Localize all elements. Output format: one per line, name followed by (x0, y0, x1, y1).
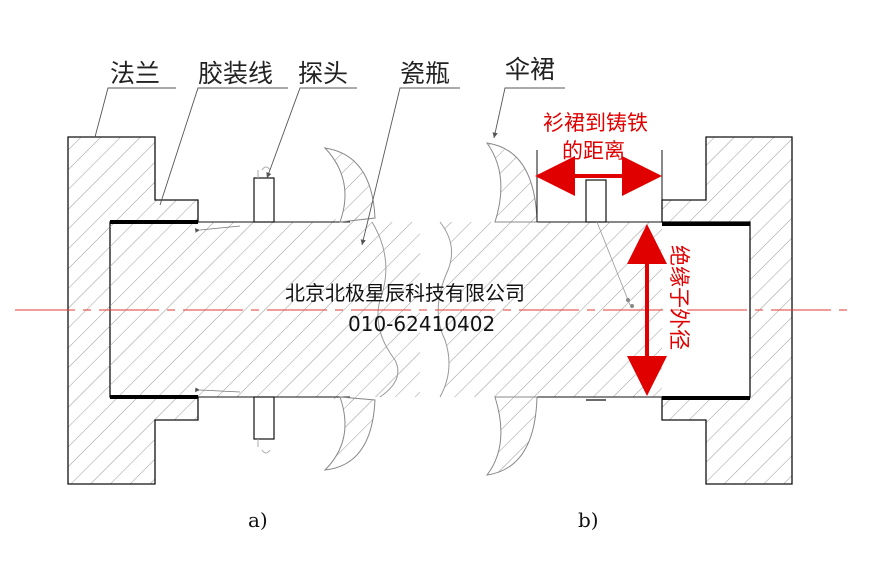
shed-b-bottom (485, 396, 538, 476)
probe-bottom-a (253, 396, 275, 440)
probe-top-b (585, 179, 607, 223)
shed-a-top (323, 147, 376, 223)
watermark-phone: 010-62410402 (348, 312, 495, 336)
label-flange: 法兰 (110, 59, 160, 88)
label-glue-line: 胶装线 (198, 59, 273, 88)
label-probe: 探头 (298, 59, 348, 88)
subfigure-label-a: a) (248, 508, 268, 532)
leader-probe (266, 87, 357, 179)
leader-flange (94, 87, 176, 138)
subfigure-label-b: b) (578, 508, 599, 532)
probe-top-a (253, 177, 275, 223)
watermark-company: 北京北极星辰科技有限公司 (285, 281, 525, 305)
label-shed: 伞裙 (505, 55, 555, 84)
break-edge-a (371, 221, 399, 398)
leader-glue-line (159, 87, 288, 206)
leader-porcelain (360, 87, 460, 246)
leader-shed (492, 87, 565, 139)
annotation-distance-line2: 的距离 (562, 139, 625, 163)
annotation-distance-line1: 衫裙到铸铁 (543, 111, 648, 135)
annotation-outer-diameter: 绝缘子外径 (667, 245, 691, 350)
break-edge-b (437, 221, 453, 398)
label-porcelain: 瓷瓶 (400, 59, 450, 88)
porcelain-core-a (110, 216, 420, 404)
shed-b-top (485, 142, 538, 223)
shed-a-bottom (323, 396, 376, 471)
